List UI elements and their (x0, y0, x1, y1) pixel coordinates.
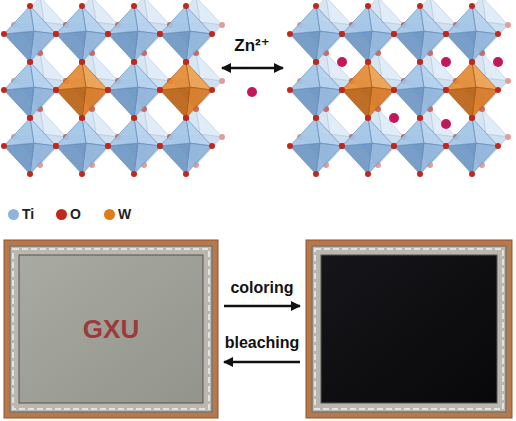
tio6-octahedron (287, 3, 345, 65)
tio6-octahedron (339, 115, 397, 177)
device-photo (306, 240, 512, 418)
arrow (224, 361, 300, 364)
tio6-octahedron (1, 115, 59, 177)
tio6-octahedron (105, 59, 163, 121)
wo6-octahedron (443, 59, 501, 121)
ion-label: Zn²⁺ (234, 37, 269, 56)
legend-item: W (104, 206, 131, 222)
legend-swatch (8, 209, 19, 220)
zn-ion (441, 57, 451, 67)
arrow (224, 305, 300, 308)
process-label: coloring (230, 279, 293, 297)
tio6-octahedron (1, 3, 59, 65)
device-photo (4, 240, 218, 418)
legend-text: W (118, 206, 131, 222)
tio6-octahedron (105, 3, 163, 65)
tio6-octahedron (391, 115, 449, 177)
tio6-octahedron (53, 3, 111, 65)
tio6-octahedron (443, 115, 501, 177)
tio6-octahedron (391, 3, 449, 65)
legend-text: O (70, 206, 81, 222)
tio6-octahedron (391, 59, 449, 121)
legend-item: O (56, 206, 81, 222)
double-arrow (222, 67, 283, 70)
zn-ion (337, 57, 347, 67)
zn-ion (389, 113, 399, 123)
crystal-structure (1, 0, 225, 177)
tio6-octahedron (443, 3, 501, 65)
wo6-octahedron (53, 59, 111, 121)
tio6-octahedron (287, 115, 345, 177)
tio6-octahedron (157, 3, 215, 65)
legend-text: Ti (22, 206, 34, 222)
legend-swatch (56, 209, 67, 220)
zn-ion (247, 87, 257, 97)
tio6-octahedron (287, 59, 345, 121)
legend-swatch (104, 209, 115, 220)
crystal-structure (287, 0, 511, 177)
process-label: bleaching (225, 334, 300, 352)
wo6-octahedron (339, 59, 397, 121)
zn-ion (493, 57, 503, 67)
device-logo: GXU (83, 315, 139, 344)
legend-item: Ti (8, 206, 34, 222)
wo6-octahedron (157, 59, 215, 121)
tio6-octahedron (157, 115, 215, 177)
zn-ion (441, 119, 451, 129)
tio6-octahedron (105, 115, 163, 177)
tio6-octahedron (53, 115, 111, 177)
tio6-octahedron (339, 3, 397, 65)
tio6-octahedron (1, 59, 59, 121)
